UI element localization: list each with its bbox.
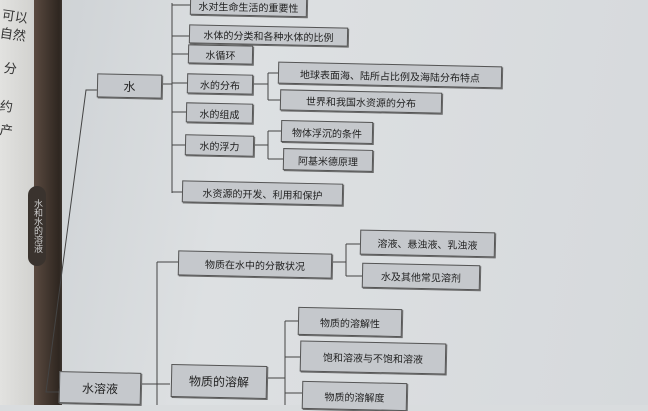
node: 水的浮力 [184, 134, 255, 157]
node: 水对生命生活的重要性 [189, 0, 308, 18]
connector [265, 320, 302, 405]
connector [45, 89, 97, 393]
node: 物体浮沉的条件 [280, 120, 374, 144]
connector [140, 261, 178, 405]
node: 水资源的开发、利用和保护 [181, 180, 344, 206]
node: 水的组成 [185, 102, 254, 124]
node: 物质的溶解度 [301, 380, 408, 411]
node: 水体的分类和各种水体的比例 [188, 24, 349, 47]
chapter-tab: 水和水的溶液 [28, 186, 46, 266]
connector [172, 4, 190, 193]
node: 物质在水中的分散状况 [177, 250, 333, 279]
node: 地球表面海、陆所占比例及海陆分布特点 [277, 61, 503, 89]
node: 水及其他常见溶剂 [361, 262, 481, 291]
node: 阿基米德原理 [282, 148, 374, 172]
connector [252, 72, 280, 101]
node: 物质的溶解性 [297, 306, 403, 338]
node: 溶液、悬浊液、乳浊液 [359, 229, 496, 258]
node: 水的分布 [186, 73, 254, 95]
connector [330, 243, 362, 277]
node-solution: 水溶液 [58, 371, 142, 405]
node: 饱和溶液与不饱和溶液 [299, 340, 447, 375]
node: 水循环 [187, 44, 254, 65]
node: 物质的溶解 [170, 363, 268, 400]
connector [253, 130, 283, 160]
node: 世界和我国水资源的分布 [279, 89, 443, 114]
node-water: 水 [96, 73, 163, 99]
